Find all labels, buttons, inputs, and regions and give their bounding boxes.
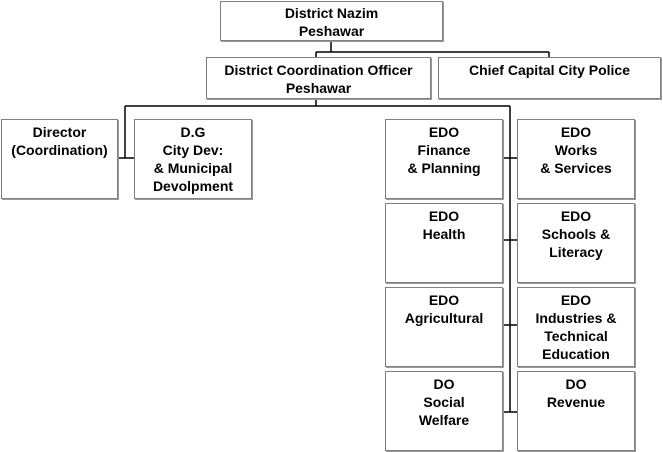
do-social-line-1: DO	[433, 376, 455, 392]
do-revenue-line-2: Revenue	[546, 394, 606, 410]
edo-agri-line-2: Agricultural	[404, 310, 484, 326]
edo-health-box: EDO Health	[385, 203, 503, 283]
edo-schools-box: EDO Schools & Literacy	[517, 203, 635, 283]
edo-works-box: EDO Works & Services	[517, 119, 635, 199]
edo-health-line-1: EDO	[428, 208, 460, 224]
edo-works-line-3: & Services	[540, 160, 612, 176]
dco-line-1: District Coordination Officer	[224, 62, 413, 78]
dg-city-dev-box: D.G City Dev: & Municipal Devolpment	[134, 119, 252, 199]
do-revenue-line-1: DO	[565, 376, 587, 392]
chief-police-line-1: Chief Capital City Police	[468, 62, 631, 78]
edo-finance-line-1: EDO	[428, 124, 460, 140]
edo-industries-box: EDO Industries & Technical Education	[517, 287, 635, 367]
dg-line-4: Devolpment	[152, 178, 234, 194]
do-social-line-2: Social	[423, 394, 465, 410]
edo-schools-line-2: Schools &	[541, 226, 611, 242]
dco-line-2: Peshawar	[285, 80, 352, 96]
director-line-2: (Coordination)	[11, 142, 108, 158]
edo-agri-line-1: EDO	[428, 292, 460, 308]
edo-industries-line-1: EDO	[560, 292, 592, 308]
do-social-line-3: Welfare	[418, 412, 470, 428]
edo-finance-box: EDO Finance & Planning	[385, 119, 503, 199]
dg-line-2: City Dev:	[162, 142, 224, 158]
edo-health-line-2: Health	[422, 226, 466, 242]
chief-police-box: Chief Capital City Police	[438, 57, 661, 99]
edo-schools-line-3: Literacy	[549, 244, 603, 260]
edo-agricultural-box: EDO Agricultural	[385, 287, 503, 367]
district-nazim-box: District Nazim Peshawar	[220, 1, 443, 41]
edo-industries-line-3: Technical	[544, 328, 608, 344]
district-nazim-line-2: Peshawar	[298, 23, 365, 39]
edo-works-line-2: Works	[554, 142, 598, 158]
director-line-1: Director	[32, 124, 87, 140]
edo-industries-line-4: Education	[542, 346, 610, 362]
dg-line-1: D.G	[180, 124, 206, 140]
district-nazim-line-1: District Nazim	[284, 5, 379, 21]
director-coordination-box: Director (Coordination)	[1, 119, 118, 199]
edo-schools-line-1: EDO	[560, 208, 592, 224]
edo-industries-line-2: Industries &	[535, 310, 617, 326]
edo-finance-line-3: & Planning	[407, 160, 481, 176]
dg-line-3: & Municipal	[153, 160, 233, 176]
dco-box: District Coordination Officer Peshawar	[206, 57, 431, 99]
do-social-welfare-box: DO Social Welfare	[385, 371, 503, 451]
edo-works-line-1: EDO	[560, 124, 592, 140]
edo-finance-line-2: Finance	[417, 142, 471, 158]
do-revenue-box: DO Revenue	[517, 371, 635, 451]
